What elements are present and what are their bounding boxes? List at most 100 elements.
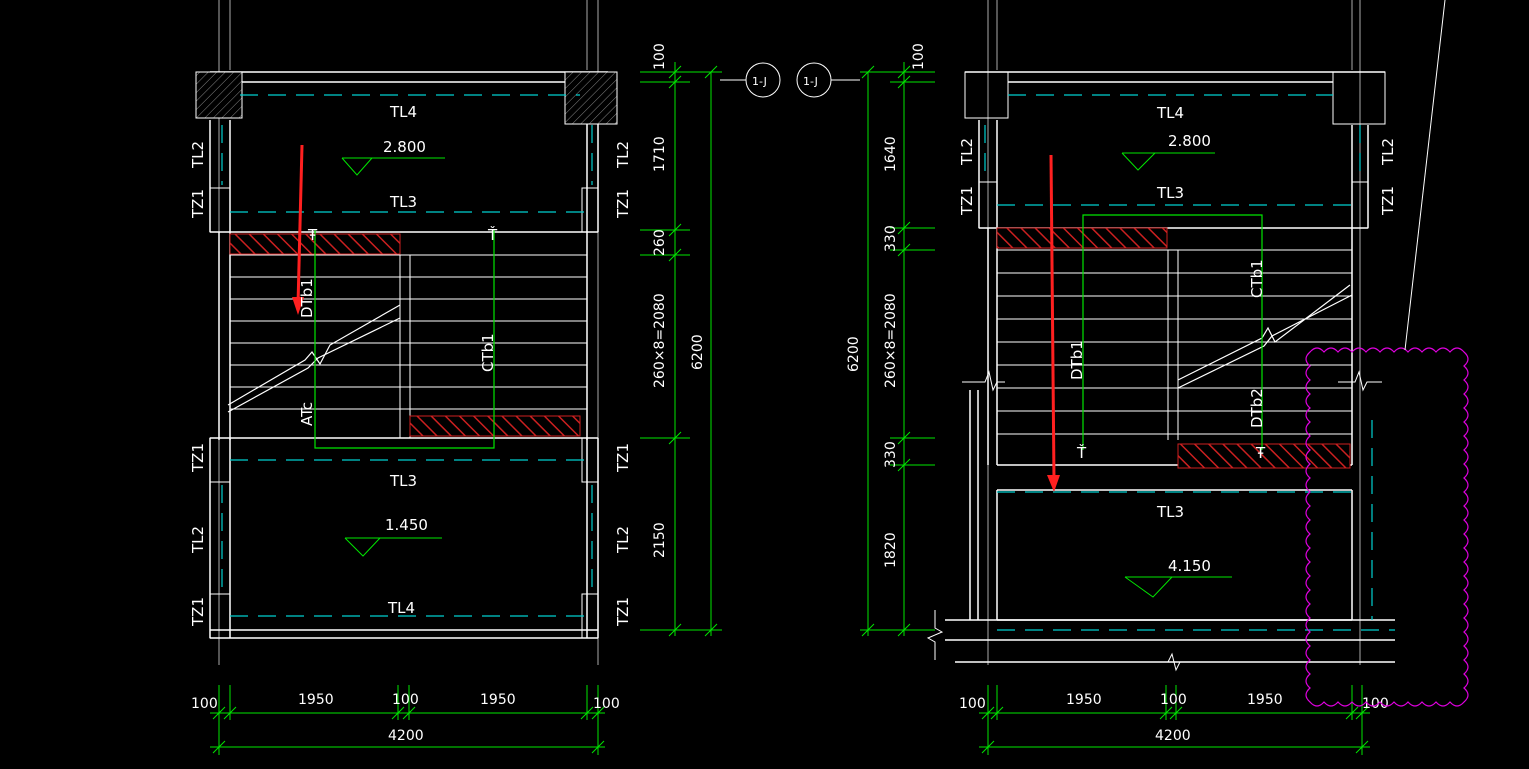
dim-label: 100: [191, 696, 218, 712]
tz1-label: TZ1: [189, 189, 207, 219]
revision-cloud: [1305, 347, 1469, 707]
red-arrow-right: [1047, 154, 1060, 492]
break-symbols: [926, 370, 1382, 672]
right-break-line: [1177, 284, 1353, 389]
flight-label-dtb1: DTb1: [1068, 340, 1086, 380]
dim-label: 1710: [652, 136, 668, 172]
axis-bubble-label: 1-J: [803, 75, 818, 88]
left-horizontal-dimensions: [210, 685, 605, 755]
elevation-lower: 1.450: [385, 516, 428, 534]
elevation-mark-lower: 1.450: [344, 516, 442, 557]
flight-mark: Ŧ: [1255, 444, 1266, 462]
dim-label: 1950: [298, 692, 334, 708]
tz1-label: TZ1: [614, 443, 632, 473]
dim-total: 6200: [690, 334, 706, 370]
dim-label: 1950: [1066, 692, 1102, 708]
axis-bubbles: 1-J 1-J: [720, 62, 860, 98]
axis-bubble-label: 1-J: [752, 75, 767, 88]
elevation-lower: 4.150: [1168, 557, 1211, 575]
beam-label-tl4: TL4: [387, 599, 415, 617]
dim-total-h: 4200: [388, 728, 424, 744]
left-break-line: [227, 304, 401, 413]
hatched-slab: [996, 227, 1168, 249]
dim-total-h: 4200: [1155, 728, 1191, 744]
flight-mark: Ŧ: [307, 226, 318, 244]
column-tz1: [209, 187, 231, 233]
dim-label: 260×8=2080: [652, 293, 668, 388]
dim-label: 2150: [652, 522, 668, 558]
column-tz1: [581, 593, 599, 639]
dim-label: 260: [652, 229, 668, 256]
column-top-right: [1332, 71, 1386, 125]
elevation-upper: 2.800: [1168, 132, 1211, 150]
right-stair-treads: [997, 249, 1352, 440]
dim-label: 1950: [480, 692, 516, 708]
dim-label: 260×8=2080: [883, 293, 899, 388]
column-tz1: [581, 437, 599, 483]
dim-label: 100: [652, 43, 668, 70]
tl2-label: TL2: [189, 526, 207, 554]
dim-label: 1820: [883, 532, 899, 568]
dim-total: 6200: [846, 336, 862, 372]
elevation-mark-lower: 4.150: [1124, 557, 1232, 598]
left-stair-plan: Ŧ Ť TL4 TL3 TL3 TL4 2.800 1.450 TL2 TZ1 …: [189, 0, 722, 755]
right-beam-lines: [984, 94, 1395, 631]
tl2-label: TL2: [1379, 138, 1397, 166]
right-vertical-dimensions: [860, 62, 935, 637]
dim-label: 330: [883, 225, 899, 252]
column-top-left: [964, 71, 1009, 119]
tl2-label: TL2: [958, 138, 976, 166]
dim-label: 330: [883, 441, 899, 468]
left-grid-lines: [218, 0, 599, 665]
beam-label-tl3: TL3: [389, 193, 417, 211]
beam-label-tl4: TL4: [1156, 104, 1184, 122]
leader-line: [1404, 0, 1446, 351]
column-top-right: [564, 71, 618, 125]
left-walls: [209, 71, 608, 639]
dim-label: 100: [1160, 692, 1187, 708]
dim-label: 1640: [883, 136, 899, 172]
dim-label: 100: [911, 43, 927, 70]
dim-label: 100: [1362, 696, 1389, 712]
flight-label-ctb1: CTb1: [1248, 259, 1266, 298]
elevation-mark-upper: 2.800: [341, 138, 445, 176]
beam-label-tl4: TL4: [389, 103, 417, 121]
red-arrow-left: [292, 144, 304, 315]
flight-label-dtb2: DTb2: [1248, 388, 1266, 428]
hatched-slab: [1177, 443, 1351, 469]
left-vertical-dimensions: [640, 62, 722, 637]
hatched-slab: [409, 415, 581, 437]
dim-label: 100: [959, 696, 986, 712]
right-horizontal-dimensions: [979, 685, 1370, 755]
dim-label: 100: [593, 696, 620, 712]
tz1-label: TZ1: [614, 597, 632, 627]
column-top-left: [195, 71, 243, 119]
flight-label-dtb1: DTb1: [298, 278, 316, 318]
tl2-label: TL2: [614, 141, 632, 169]
column-tz1: [1351, 181, 1369, 229]
tz1-label: TZ1: [958, 186, 976, 216]
tz1-label: TZ1: [614, 189, 632, 219]
right-flight-outline: [1082, 214, 1263, 450]
dim-label: 100: [392, 692, 419, 708]
elevation-upper: 2.800: [383, 138, 426, 156]
right-stair-plan: Ť Ŧ TL4 TL3 TL3 2.800 4.150 TL2 TZ1 TL2 …: [846, 0, 1469, 755]
tl2-label: TL2: [189, 141, 207, 169]
tz1-label: TZ1: [189, 443, 207, 473]
elevation-mark-upper: 2.800: [1121, 132, 1215, 171]
beam-label-tl3: TL3: [1156, 503, 1184, 521]
tl2-label: TL2: [614, 526, 632, 554]
flight-label-ctb1: CTb1: [479, 333, 497, 372]
beam-label-tl3: TL3: [389, 472, 417, 490]
tz1-label: TZ1: [189, 597, 207, 627]
flight-mark: Ť: [1076, 443, 1087, 462]
dim-label: 1950: [1247, 692, 1283, 708]
column-tz1: [581, 187, 599, 233]
flight-label-atc: ATc: [298, 402, 316, 426]
left-stair-treads: [230, 254, 587, 438]
left-flight-outline: [314, 230, 495, 449]
left-beam-lines: [221, 94, 593, 617]
beam-label-tl3: TL3: [1156, 184, 1184, 202]
tz1-label: TZ1: [1379, 186, 1397, 216]
